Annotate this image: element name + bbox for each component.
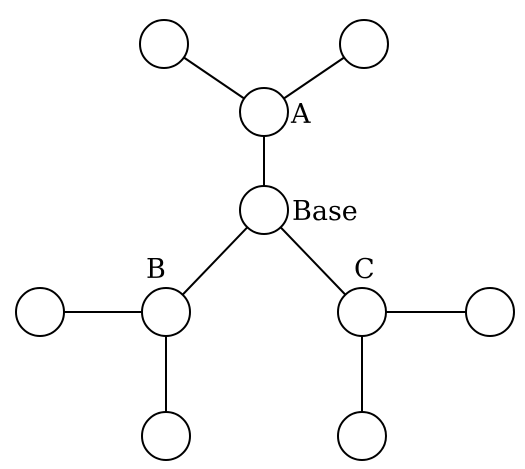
label-c: C bbox=[354, 254, 375, 285]
node-top-left bbox=[139, 19, 189, 69]
label-a: A bbox=[290, 99, 311, 130]
label-base: Base bbox=[292, 196, 358, 227]
node-b-bottom-leaf bbox=[141, 411, 191, 461]
label-b: B bbox=[146, 254, 166, 285]
node-b bbox=[141, 287, 191, 337]
node-c-bottom-leaf bbox=[337, 411, 387, 461]
node-c bbox=[337, 287, 387, 337]
node-left-leaf bbox=[15, 287, 65, 337]
node-right-leaf bbox=[465, 287, 515, 337]
node-base bbox=[239, 185, 289, 235]
node-top-right bbox=[339, 19, 389, 69]
node-a bbox=[239, 87, 289, 137]
